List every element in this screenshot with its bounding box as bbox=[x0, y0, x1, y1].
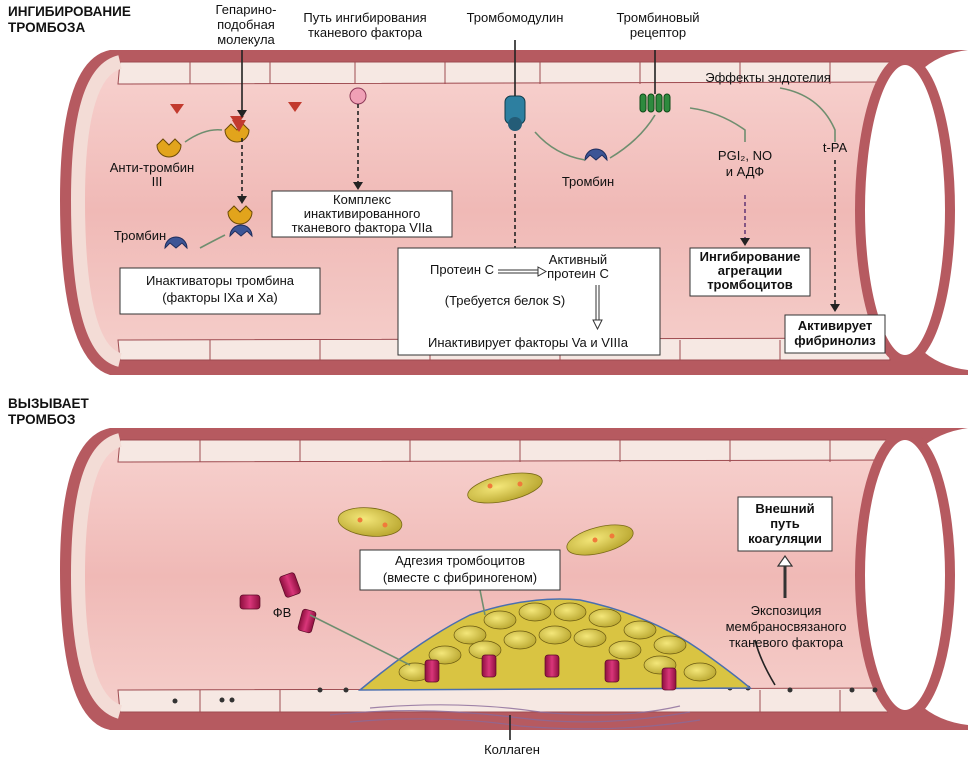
label-endothelium-effects: Эффекты эндотелия bbox=[705, 70, 831, 85]
svg-text:(факторы IXa и Xa): (факторы IXa и Xa) bbox=[162, 290, 278, 305]
label-antithrombin: Анти-тромбин III bbox=[110, 160, 195, 189]
svg-text:Протеин С: Протеин С bbox=[430, 262, 494, 277]
label-thrombomodulin: Тромбомодулин bbox=[467, 10, 564, 25]
svg-text:(Требуется белок S): (Требуется белок S) bbox=[445, 293, 566, 308]
svg-text:(вместе с фибриногеном): (вместе с фибриногеном) bbox=[383, 570, 537, 585]
free-platelets bbox=[337, 472, 634, 556]
label-thrombin-left: Тромбин bbox=[114, 228, 166, 243]
svg-text:фибринолиз: фибринолиз bbox=[794, 333, 876, 348]
svg-text:Комплекс: Комплекс bbox=[333, 192, 391, 207]
svg-text:ТРОМБОЗ: ТРОМБОЗ bbox=[8, 412, 75, 427]
fibrinolysis-box: Активирует фибринолиз bbox=[784, 314, 886, 354]
svg-text:Инактивирует факторы Va и VIII: Инактивирует факторы Va и VIIIa bbox=[428, 335, 629, 350]
label-exposure: Экспозиция мембраносвязаного тканевого ф… bbox=[726, 603, 847, 650]
svg-text:ТРОМБОЗА: ТРОМБОЗА bbox=[8, 20, 85, 35]
svg-text:Инактиваторы тромбина: Инактиваторы тромбина bbox=[146, 273, 295, 288]
svg-text:рецептор: рецептор bbox=[630, 25, 686, 40]
svg-text:подобная: подобная bbox=[217, 17, 275, 32]
svg-text:ИНГИБИРОВАНИЕ: ИНГИБИРОВАНИЕ bbox=[8, 4, 131, 19]
svg-text:молекула: молекула bbox=[217, 32, 275, 47]
external-pathway-box: Внешний путь коагуляции bbox=[737, 496, 833, 552]
vwf-molecules bbox=[239, 572, 317, 634]
aggregation-box: Ингибирование агрегации тромбоцитов bbox=[689, 247, 811, 297]
collagen-fibers bbox=[329, 704, 701, 730]
section-header-bottom: ВЫЗЫВАЕТ ТРОМБОЗ bbox=[8, 396, 89, 427]
svg-text:путь: путь bbox=[770, 516, 800, 531]
label-collagen: Коллаген bbox=[484, 742, 540, 757]
label-thrombin-mid: Тромбин bbox=[562, 174, 614, 189]
svg-text:коагуляции: коагуляции bbox=[748, 531, 822, 546]
label-heparin: Гепарино- подобная молекула bbox=[216, 2, 277, 47]
thrombus bbox=[357, 598, 752, 691]
svg-text:PGI₂, NO: PGI₂, NO bbox=[718, 148, 772, 163]
label-vwf: ФВ bbox=[273, 605, 292, 620]
svg-text:Экспозиция: Экспозиция bbox=[751, 603, 822, 618]
label-pgi: PGI₂, NO и АДФ bbox=[718, 148, 772, 179]
arrows-bottom bbox=[309, 554, 794, 740]
section-header-top: ИНГИБИРОВАНИЕ ТРОМБОЗА bbox=[8, 4, 131, 35]
svg-text:Адгезия тромбоцитов: Адгезия тромбоцитов bbox=[395, 553, 525, 568]
protein-c-box: Протеин С Активный протеин С (Требуется … bbox=[397, 247, 661, 356]
inactivators-box: Инактиваторы тромбина (факторы IXa и Xa) bbox=[119, 267, 321, 315]
label-thrombin-receptor: Тромбиновый рецептор bbox=[616, 10, 699, 40]
svg-text:Тромбиновый: Тромбиновый bbox=[616, 10, 699, 25]
svg-text:Активирует: Активирует bbox=[798, 318, 873, 333]
arrows-top bbox=[184, 40, 840, 312]
svg-text:Ингибирование: Ингибирование bbox=[700, 249, 801, 264]
svg-text:агрегации: агрегации bbox=[718, 263, 782, 278]
svg-text:Гепарино-: Гепарино- bbox=[216, 2, 277, 17]
svg-text:Внешний: Внешний bbox=[755, 501, 814, 516]
svg-text:тканевого фактора: тканевого фактора bbox=[308, 25, 423, 40]
svg-text:Активный: Активный bbox=[549, 252, 607, 267]
svg-text:Анти-тромбин: Анти-тромбин bbox=[110, 160, 195, 175]
svg-text:инактивированного: инактивированного bbox=[304, 206, 421, 221]
svg-text:тромбоцитов: тромбоцитов bbox=[707, 277, 793, 292]
svg-text:Путь ингибирования: Путь ингибирования bbox=[303, 10, 426, 25]
complex-box: Комплекс инактивированного тканевого фак… bbox=[271, 190, 453, 238]
svg-text:тканевого фактора VIIa: тканевого фактора VIIa bbox=[292, 220, 434, 235]
svg-text:ВЫЗЫВАЕТ: ВЫЗЫВАЕТ bbox=[8, 396, 89, 411]
svg-text:протеин С: протеин С bbox=[547, 266, 609, 281]
svg-text:тканевого фактора: тканевого фактора bbox=[729, 635, 844, 650]
svg-text:и АДФ: и АДФ bbox=[726, 164, 764, 179]
svg-text:III: III bbox=[152, 174, 163, 189]
label-tf-pathway: Путь ингибирования тканевого фактора bbox=[303, 10, 426, 40]
svg-text:мембраносвязаного: мембраносвязаного bbox=[726, 619, 847, 634]
molecules-top bbox=[156, 87, 671, 250]
adhesion-box: Адгезия тромбоцитов (вместе с фибриноген… bbox=[359, 549, 561, 591]
label-tpa: t-PA bbox=[823, 140, 848, 155]
